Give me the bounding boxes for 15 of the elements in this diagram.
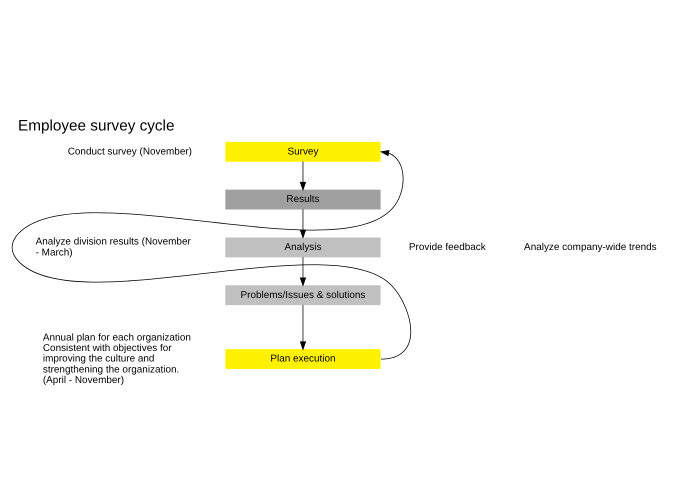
label: Analyze company-wide trends <box>524 242 657 253</box>
label: Analyze division results (November - March) <box>36 236 191 258</box>
arrow <box>300 304 306 350</box>
label: Provide feedback <box>408 242 486 253</box>
diagram-title: Employee survey cycle <box>18 116 174 134</box>
label: Conduct survey (November) <box>68 146 192 157</box>
node-box: Survey <box>225 141 381 162</box>
arrow <box>12 149 412 359</box>
arrow <box>300 256 306 286</box>
label: Annual plan for each organization Consistent with objectives for improving the culture and strengthening the organization. (April - November) <box>42 332 191 386</box>
node-box: Analysis <box>225 236 381 257</box>
node-box: Problems/Issues & solutions <box>225 284 381 305</box>
node-box: Results <box>225 189 381 210</box>
arrow <box>300 160 306 191</box>
node-box: Plan execution <box>225 348 381 369</box>
